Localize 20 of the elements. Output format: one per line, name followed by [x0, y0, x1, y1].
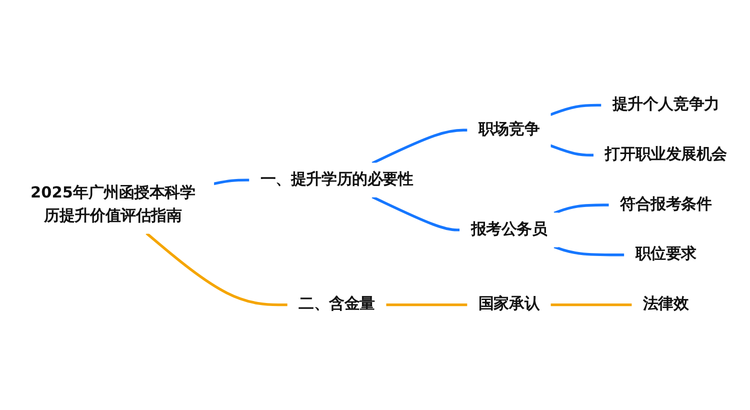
- node-text: 提升个人竞争力: [612, 96, 720, 114]
- node-text: 2025年广州函授本科学历提升价值评估指南: [30, 184, 196, 225]
- node-text: 国家承认: [478, 295, 540, 314]
- node-text: 法律效: [642, 295, 689, 314]
- node-text: 报考公务员: [470, 220, 548, 238]
- connector: [550, 104, 602, 116]
- connector: [550, 144, 594, 156]
- node-text: 二、含金量: [298, 295, 375, 314]
- connector: [372, 196, 460, 232]
- connector: [550, 303, 632, 306]
- connector: [372, 128, 468, 164]
- connector: [213, 178, 250, 186]
- node-text: 一、提升学历的必要性: [260, 170, 414, 188]
- node-text: 职场竞争: [478, 120, 540, 138]
- node-text: 职位要求: [635, 245, 696, 264]
- connector: [554, 246, 625, 256]
- connector: [386, 303, 468, 306]
- connector: [146, 232, 288, 306]
- connector: [554, 204, 610, 214]
- node-text: 符合报考条件: [620, 195, 712, 214]
